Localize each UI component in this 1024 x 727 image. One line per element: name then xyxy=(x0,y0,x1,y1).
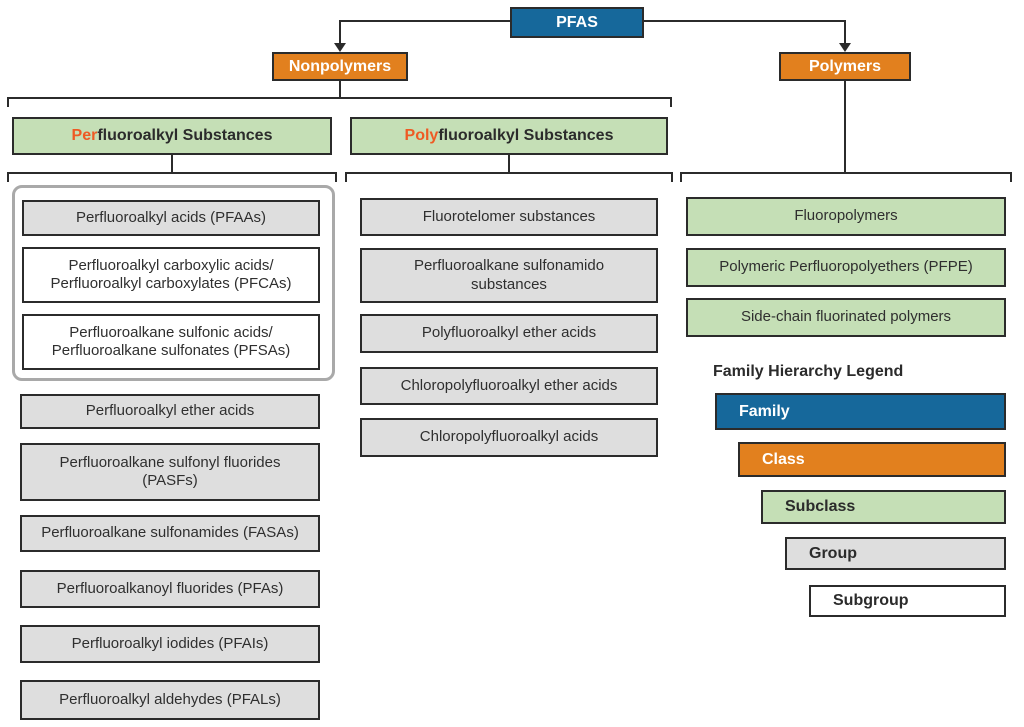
node-polymers-label: Polymers xyxy=(808,57,882,75)
node-perfluoroalkyl-ether-acids: Perfluoroalkyl ether acids xyxy=(20,394,320,429)
bracket-polyfluoro xyxy=(345,172,673,182)
node-label: Perfluoroalkanoyl fluorides (PFAs) xyxy=(56,579,284,597)
node-pfsas-label: Perfluoroalkane sulfonic acids/ Perfluor… xyxy=(51,323,291,359)
node-label: Fluoropolymers xyxy=(794,207,898,225)
node-polyfluoroalkyl-substances-label: Polyfluoroalkyl Substances xyxy=(404,127,614,145)
node-label: Polyfluoroalkyl ether acids xyxy=(421,324,597,342)
legend-family: Family xyxy=(715,393,1006,430)
node-pfals: Perfluoroalkyl aldehydes (PFALs) xyxy=(20,680,320,720)
node-pfas: PFAS xyxy=(510,7,644,38)
node-label: Perfluoroalkane sulfonamido substances xyxy=(413,257,605,293)
legend-group-label: Group xyxy=(809,544,857,562)
node-nonpolymers-label: Nonpolymers xyxy=(288,57,392,75)
node-polymers: Polymers xyxy=(779,52,911,81)
legend-family-label: Family xyxy=(739,402,790,420)
node-pfaas: Perfluoroalkyl acids (PFAAs) xyxy=(22,200,320,236)
node-label: Fluorotelomer substances xyxy=(422,207,596,225)
arrow-down-icon xyxy=(334,43,346,52)
connector-polyfluoro-stub xyxy=(508,155,510,173)
node-fluoropolymers: Fluoropolymers xyxy=(686,197,1006,236)
node-label: Side-chain fluorinated polymers xyxy=(740,308,952,326)
legend-class-label: Class xyxy=(762,450,805,468)
node-chloropolyfluoroalkyl-acids: Chloropolyfluoroalkyl acids xyxy=(360,418,658,457)
node-pfais: Perfluoroalkyl iodides (PFAIs) xyxy=(20,625,320,663)
legend-subclass-label: Subclass xyxy=(785,498,856,515)
legend-title: Family Hierarchy Legend xyxy=(713,363,904,380)
bracket-perfluoro xyxy=(7,172,337,182)
node-polyfluoroalkyl-ether-acids: Polyfluoroalkyl ether acids xyxy=(360,314,658,353)
node-fasas: Perfluoroalkane sulfonamides (FASAs) xyxy=(20,515,320,552)
connector-polymers-vertical xyxy=(844,20,846,44)
bracket-nonpolymers xyxy=(7,97,672,107)
legend-subclass: Subclass xyxy=(761,490,1006,524)
connector-nonpolymers-stub xyxy=(339,81,341,97)
node-chloropolyfluoroalkyl-ether-acids: Chloropolyfluoroalkyl ether acids xyxy=(360,367,658,405)
node-pfpe: Polymeric Perfluoropolyethers (PFPE) xyxy=(686,248,1006,287)
bracket-polymers xyxy=(680,172,1012,182)
legend-subgroup-label: Subgroup xyxy=(833,592,909,609)
connector-polymers-long xyxy=(844,81,846,173)
connector-nonpolymers-vertical xyxy=(339,20,341,44)
node-label: Perfluoroalkyl iodides (PFAIs) xyxy=(71,634,269,652)
node-label: Chloropolyfluoroalkyl ether acids xyxy=(400,376,618,394)
node-pfas-fluorides: Perfluoroalkanoyl fluorides (PFAs) xyxy=(20,570,320,608)
node-label: Chloropolyfluoroalkyl acids xyxy=(419,428,599,446)
node-pfcas: Perfluoroalkyl carboxylic acids/ Perfluo… xyxy=(22,247,320,303)
arrow-down-icon xyxy=(839,43,851,52)
legend-subgroup: Subgroup xyxy=(809,585,1006,617)
node-label: Perfluoroalkane sulfonyl fluorides (PASF… xyxy=(59,453,281,489)
node-perfluoroalkyl-substances-label: Perfluoroalkyl Substances xyxy=(71,127,273,145)
node-side-chain-fluorinated-polymers: Side-chain fluorinated polymers xyxy=(686,298,1006,337)
node-perfluoroalkyl-substances: Perfluoroalkyl Substances xyxy=(12,117,332,155)
node-pfcas-label: Perfluoroalkyl carboxylic acids/ Perfluo… xyxy=(50,256,292,292)
node-pfas-label: PFAS xyxy=(556,13,598,31)
node-label: Perfluoroalkyl aldehydes (PFALs) xyxy=(59,690,281,708)
node-pfsas: Perfluoroalkane sulfonic acids/ Perfluor… xyxy=(22,314,320,370)
connector-perfluoro-stub xyxy=(171,155,173,173)
node-polyfluoroalkyl-substances: Polyfluoroalkyl Substances xyxy=(350,117,668,155)
node-label: Polymeric Perfluoropolyethers (PFPE) xyxy=(719,258,973,276)
node-perfluoroalkane-sulfonamido-substances: Perfluoroalkane sulfonamido substances xyxy=(360,248,658,303)
legend-group: Group xyxy=(785,537,1006,570)
legend-class: Class xyxy=(738,442,1006,477)
node-nonpolymers: Nonpolymers xyxy=(272,52,408,81)
node-label: Perfluoroalkyl ether acids xyxy=(85,402,255,420)
node-label: Perfluoroalkane sulfonamides (FASAs) xyxy=(41,524,299,542)
node-fluorotelomer-substances: Fluorotelomer substances xyxy=(360,198,658,236)
node-pfaas-label: Perfluoroalkyl acids (PFAAs) xyxy=(75,208,267,226)
node-pasfs: Perfluoroalkane sulfonyl fluorides (PASF… xyxy=(20,443,320,501)
